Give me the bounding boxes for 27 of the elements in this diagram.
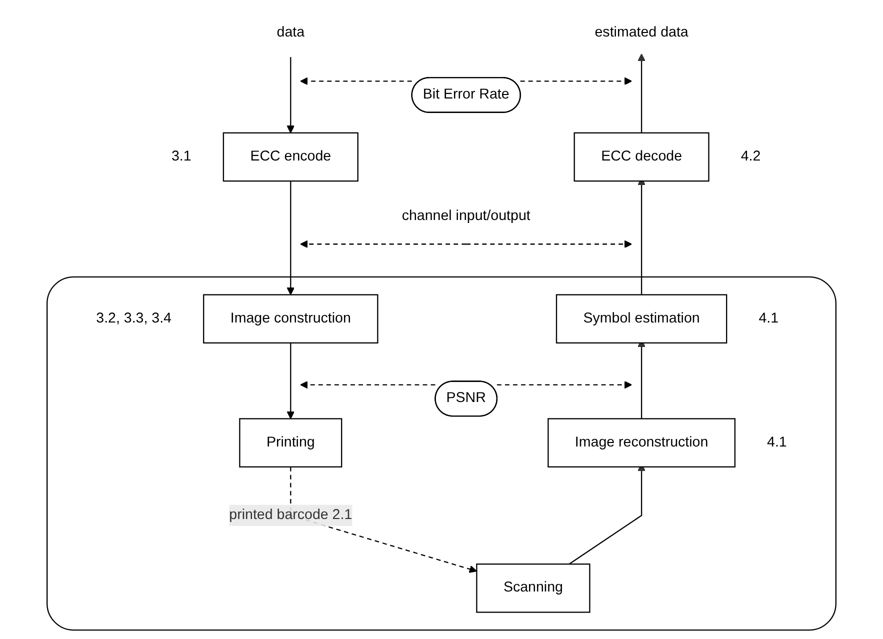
process-box: Scanning: [476, 564, 590, 613]
process-box: ECC encode: [222, 132, 358, 182]
dashed-arrow: [300, 380, 436, 389]
text-label: data: [276, 24, 305, 40]
process-box: ECC decode: [574, 132, 710, 182]
process-box: Symbol estimation: [556, 294, 728, 344]
process-box: Printing: [239, 418, 342, 468]
metric-ellipse: Bit Error Rate: [411, 77, 521, 113]
dashed-arrow: [466, 240, 632, 248]
section-number: 4.1: [758, 310, 779, 326]
dashed-arrow: [496, 380, 632, 389]
dashed-arrow: [300, 77, 412, 86]
section-number: 3.2, 3.3, 3.4: [96, 310, 172, 326]
section-number: 4.1: [767, 434, 787, 450]
arrow: [286, 342, 295, 420]
arrow: [286, 181, 295, 296]
process-box: Image construction: [203, 294, 378, 344]
arrow: [286, 57, 295, 134]
edge-label: printed barcode 2.1: [229, 504, 352, 526]
dashed-arrow: [520, 77, 632, 86]
section-number: 4.2: [740, 148, 761, 164]
process-box: Image reconstruction: [548, 418, 736, 468]
arrow: [638, 54, 646, 133]
text-label: estimated data: [594, 24, 688, 40]
dashed-arrow: [300, 240, 466, 248]
section-number: 3.1: [171, 148, 192, 164]
text-label: channel input/output: [402, 208, 530, 224]
